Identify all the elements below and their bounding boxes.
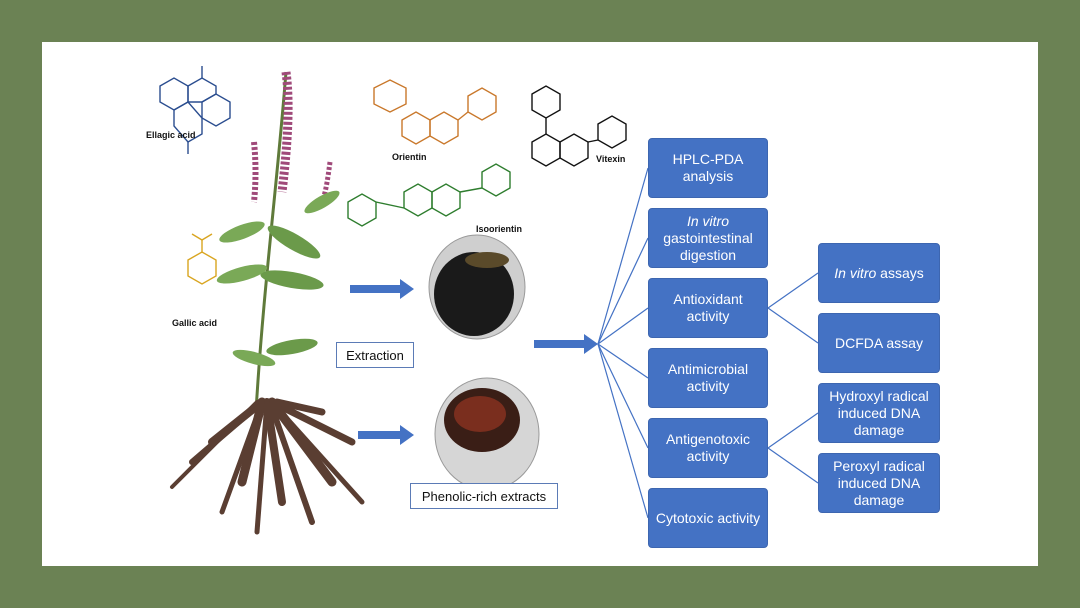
orientin-structure (373, 79, 497, 145)
analysis-digestion-em: In vitro (686, 212, 729, 229)
assay-in-vitro: In vitro assays (818, 243, 940, 303)
isoorientin-label: Isoorientin (476, 224, 523, 234)
figure-panel: Ellagic acid Orientin Vitexin Isoorienti… (42, 42, 1038, 566)
analysis-hplc-text: HPLC-PDA analysis (672, 151, 744, 184)
analysis-antimicrobial: Antimicrobial activity (648, 348, 768, 408)
assay-dcfda: DCFDA assay (818, 313, 940, 373)
assay-dcfda-text: DCFDA assay (835, 334, 923, 351)
assay-in-vitro-rest: assays (876, 264, 924, 281)
gallic-acid-structure (187, 233, 217, 285)
diagram-canvas (159, 66, 819, 535)
analysis-hplc: HPLC-PDA analysis (648, 138, 768, 198)
gallic-acid-label: Gallic acid (172, 318, 218, 328)
isoorientin-structure (347, 163, 511, 227)
assay-in-vitro-em: In vitro (834, 264, 877, 281)
extracts-label: Phenolic-rich extracts (410, 483, 558, 509)
assay-in-vitro-text: In vitro assays (834, 265, 923, 282)
analysis-antimicrobial-text: Antimicrobial activity (667, 361, 749, 394)
vitexin-label: Vitexin (596, 154, 626, 164)
assay-hydroxyl-text: Hydroxyl radical induced DNA damage (829, 387, 929, 438)
assay-peroxyl: Peroxyl radical induced DNA damage (818, 453, 940, 513)
beaker-extraction (428, 234, 526, 340)
ellagic-acid-structure (159, 66, 231, 154)
analysis-cytotoxic-text: Cytotoxic activity (655, 509, 761, 526)
assay-peroxyl-text: Peroxyl radical induced DNA damage (833, 457, 925, 508)
extraction-label: Extraction (336, 342, 414, 368)
analysis-antioxidant: Antioxidant activity (648, 278, 768, 338)
arrow-extraction (350, 279, 414, 299)
analysis-cytotoxic: Cytotoxic activity (648, 488, 768, 548)
orientin-label: Orientin (392, 152, 427, 162)
beaker-extracts (434, 377, 540, 491)
analysis-antigenotoxic-text: Antigenotoxic activity (665, 431, 751, 464)
assay-hydroxyl: Hydroxyl radical induced DNA damage (818, 383, 940, 443)
arrow-extracts (358, 425, 414, 445)
plant-illustration (170, 71, 365, 535)
vitexin-structure (531, 85, 627, 167)
analysis-antigenotoxic: Antigenotoxic activity (648, 418, 768, 478)
arrow-to-analyses (534, 334, 598, 354)
analysis-digestion-rest: gastointestinal digestion (663, 229, 753, 263)
ellagic-acid-label: Ellagic acid (146, 130, 196, 140)
analysis-antioxidant-text: Antioxidant activity (673, 291, 743, 324)
connector-lines (597, 167, 819, 519)
